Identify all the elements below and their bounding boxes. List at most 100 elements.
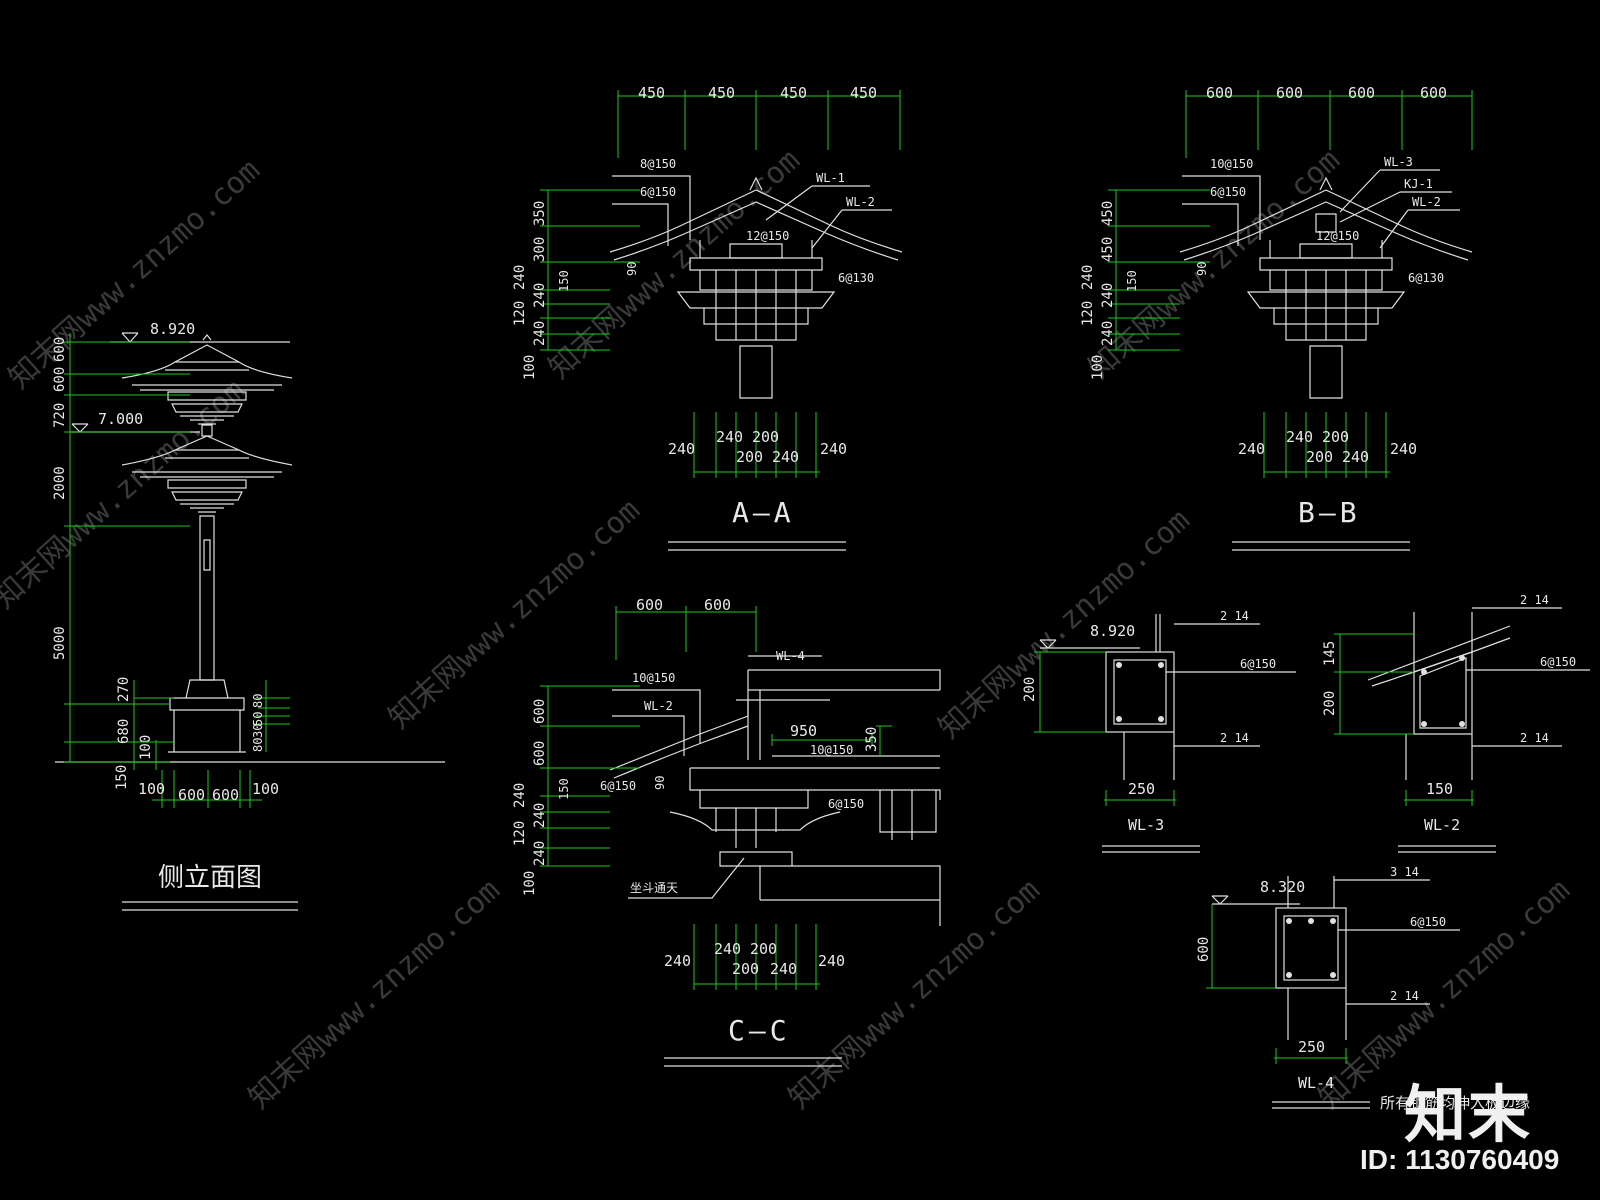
rebar-label: 2 14	[1220, 731, 1249, 745]
drawing-title: 侧立面图	[158, 863, 262, 893]
dimension-label: 240	[1100, 321, 1116, 346]
section-c: 600 600 600 600 240 120 240 240 100 150 …	[512, 596, 941, 1067]
dimension-label: 100	[138, 735, 154, 760]
dimension-label: 450	[780, 84, 807, 102]
dimension-label: 200	[1322, 691, 1338, 716]
dimension-label: 720	[52, 403, 68, 428]
dimension-label: 150	[1426, 780, 1453, 798]
watermark-text: 知末网www.znzmo.com	[782, 873, 1047, 1116]
dimension-label: 240	[532, 283, 548, 308]
beam-section-wl3: 8.920 200 250 2 14 6@150 2 14 WL-3	[1022, 609, 1296, 853]
dimension-label: 2000	[52, 466, 68, 500]
dimension-label: 100	[522, 871, 538, 896]
rebar-label: 2 14	[1520, 593, 1549, 607]
dimension-label: 240	[1342, 448, 1369, 466]
elevation-label: 8.920	[1090, 622, 1135, 640]
dimension-label: 600	[1206, 84, 1233, 102]
dimension-label: 600	[52, 367, 68, 392]
dimension-label: 120	[512, 821, 528, 846]
beam-label: WL-2	[846, 195, 875, 209]
dimension-label: 200	[752, 428, 779, 446]
dimension-label: 450	[1100, 237, 1116, 262]
dimension-label: 240	[512, 783, 528, 808]
rebar-label: 10@150	[632, 671, 675, 685]
rebar-label: 2 14	[1220, 609, 1249, 623]
dimension-label: 30	[251, 724, 265, 738]
beam-label: WL-4	[776, 649, 805, 663]
watermark-text: 知末网www.znzmo.com	[932, 503, 1197, 746]
elevation-label: 8.920	[150, 320, 195, 338]
dimension-label: 150	[557, 270, 571, 292]
rebar-label: 2 14	[1520, 731, 1549, 745]
dimension-label: 240	[1390, 440, 1417, 458]
beam-label: WL-2	[1412, 195, 1441, 209]
watermark-logo: 知末	[1404, 1078, 1533, 1151]
dimension-label: 600	[1276, 84, 1303, 102]
dimension-label: 240	[532, 841, 548, 866]
watermark-text: 知末网www.znzmo.com	[542, 143, 807, 386]
section-title: A—A	[732, 496, 795, 529]
dimension-label: 240	[532, 803, 548, 828]
dimension-label: 600	[704, 596, 731, 614]
beam-label: WL-2	[644, 699, 673, 713]
dimension-label: 100	[1090, 355, 1106, 380]
rebar-label: 10@150	[810, 743, 853, 757]
watermark-id: ID: 1130760409	[1360, 1144, 1560, 1175]
beam-label: WL-3	[1384, 155, 1413, 169]
dimension-label: 600	[532, 699, 548, 724]
rebar-label: 6@150	[828, 797, 864, 811]
beam-section-wl2: 145 200 150 2 14 6@150 2 14 WL-2	[1322, 593, 1590, 853]
rebar-label: 12@150	[1316, 229, 1359, 243]
dimension-label: 600	[178, 786, 205, 804]
dimension-label: 100	[138, 780, 165, 798]
dimension-label: 950	[790, 722, 817, 740]
dimension-label: 600	[52, 337, 68, 362]
beam-title: WL-3	[1128, 816, 1164, 834]
rebar-label: 6@150	[1240, 657, 1276, 671]
dimension-label: 600	[1348, 84, 1375, 102]
dimension-label: 600	[212, 786, 239, 804]
watermark-text: 知末网www.znzmo.com	[1082, 143, 1347, 386]
rebar-label: 6@130	[1408, 271, 1444, 285]
dimension-label: 120	[512, 301, 528, 326]
dimension-label: 90	[653, 776, 667, 790]
rebar-label: 6@150	[1210, 185, 1246, 199]
dimension-label: 300	[532, 237, 548, 262]
dimension-label: 5000	[52, 626, 68, 660]
dimension-label: 100	[252, 780, 279, 798]
dimension-label: 150	[114, 765, 130, 790]
dimension-label: 240	[512, 265, 528, 290]
rebar-label: 6@150	[600, 779, 636, 793]
dimension-label: 240	[532, 321, 548, 346]
section-title: B—B	[1298, 496, 1361, 529]
dimension-label: 145	[1322, 641, 1338, 666]
beam-section-wl4: 8.320 600 250 3 14 6@150 2 14 WL-4 所有钢筋均…	[1196, 865, 1530, 1112]
dimension-label: 100	[522, 355, 538, 380]
dimension-label: 200	[736, 448, 763, 466]
dimension-label: 680	[116, 719, 132, 744]
dimension-label: 450	[850, 84, 877, 102]
dimension-label: 600	[532, 741, 548, 766]
dimension-label: 450	[708, 84, 735, 102]
rebar-label: 6@150	[1540, 655, 1576, 669]
dimension-label: 240	[820, 440, 847, 458]
watermark-text: 知末网www.znzmo.com	[2, 153, 267, 396]
dimension-label: 250	[1298, 1038, 1325, 1056]
note-label: 坐斗通天	[630, 881, 678, 895]
rebar-label: 10@150	[1210, 157, 1253, 171]
section-title: C—C	[728, 1014, 791, 1047]
dimension-label: 240	[1286, 428, 1313, 446]
dimension-label: 200	[1306, 448, 1333, 466]
rebar-label: 12@150	[746, 229, 789, 243]
dimension-label: 240	[1100, 283, 1116, 308]
dimension-label: 90	[625, 262, 639, 276]
beam-label: WL-1	[816, 171, 845, 185]
watermark-text: 知末网www.znzmo.com	[242, 873, 507, 1116]
rebar-label: 6@130	[838, 271, 874, 285]
dimension-label: 600	[1420, 84, 1447, 102]
dimension-label: 240	[714, 940, 741, 958]
dimension-label: 200	[750, 940, 777, 958]
dimension-label: 240	[770, 960, 797, 978]
dimension-label: 240	[668, 440, 695, 458]
